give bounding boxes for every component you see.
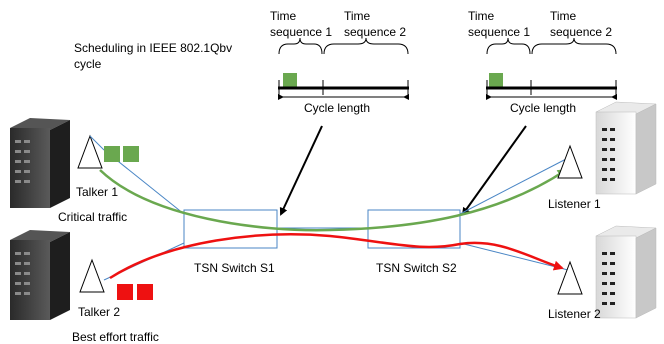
scheduled-slot xyxy=(489,73,503,87)
brace-seq1 xyxy=(486,37,531,55)
critical-frame xyxy=(123,146,139,162)
antenna-triangle-icon xyxy=(77,134,103,169)
switch-s1-label: TSN Switch S1 xyxy=(194,261,275,275)
antenna-triangle-icon xyxy=(557,144,583,179)
timeline-2-seq1-line1: Time xyxy=(468,9,495,23)
timeline-1-seq1-line1: Time xyxy=(270,9,297,23)
scheduled-slot xyxy=(283,73,297,87)
talker-2-label: Talker 2 xyxy=(78,305,120,319)
critical-traffic-flow xyxy=(99,168,568,232)
pointer-arrow-s2 xyxy=(461,125,527,216)
antenna-triangle-icon xyxy=(557,260,583,295)
best-effort-frame xyxy=(137,284,153,300)
listener-2-label: Listener 2 xyxy=(548,307,601,321)
best-effort-frame xyxy=(117,284,133,300)
listener-1-label: Listener 1 xyxy=(548,197,601,211)
switch-s2-label: TSN Switch S2 xyxy=(376,261,457,275)
timeline-2-cycle-label: Cycle length xyxy=(510,101,576,115)
critical-frame xyxy=(104,146,120,162)
timeline-1-seq1-line2: sequence 1 xyxy=(270,25,332,39)
pointer-arrow-s1 xyxy=(279,125,323,216)
brace-seq1 xyxy=(278,37,323,55)
talker-1-label: Talker 1 xyxy=(76,185,118,199)
caption-line-1: Scheduling in IEEE 802.1Qbv xyxy=(74,41,232,55)
talker-2: Talker 2 Best effort traffic xyxy=(10,230,159,344)
listener-1: Listener 1 xyxy=(548,101,657,211)
timeline-1-seq2-line2: sequence 2 xyxy=(344,25,406,39)
timeline-2-seq1-line2: sequence 1 xyxy=(468,25,530,39)
timeline-1: Time sequence 1 Time sequence 2 Cycle le… xyxy=(270,9,409,115)
talker-2-traffic-label: Best effort traffic xyxy=(72,330,159,344)
brace-seq2 xyxy=(531,37,617,55)
listener-2: Listener 2 xyxy=(548,225,657,321)
brace-seq2 xyxy=(323,37,409,55)
network-links xyxy=(103,149,569,281)
timeline-1-cycle-label: Cycle length xyxy=(304,101,370,115)
timeline-2-seq2-line1: Time xyxy=(550,9,577,23)
timeline-2: Time sequence 1 Time sequence 2 Cycle le… xyxy=(468,9,617,115)
timeline-1-seq2-line1: Time xyxy=(344,9,371,23)
server-rack-icon xyxy=(10,230,70,320)
server-rack-icon xyxy=(10,118,70,208)
server-rack-icon xyxy=(595,225,657,319)
talker-1-traffic-label: Critical traffic xyxy=(58,210,127,224)
caption-line-2: cycle xyxy=(74,57,102,71)
antenna-triangle-icon xyxy=(79,258,105,293)
best-effort-traffic-flow xyxy=(109,233,564,280)
server-rack-icon xyxy=(595,101,657,195)
talker-1: Talker 1 Critical traffic xyxy=(10,118,139,224)
timeline-2-seq2-line2: sequence 2 xyxy=(550,25,612,39)
